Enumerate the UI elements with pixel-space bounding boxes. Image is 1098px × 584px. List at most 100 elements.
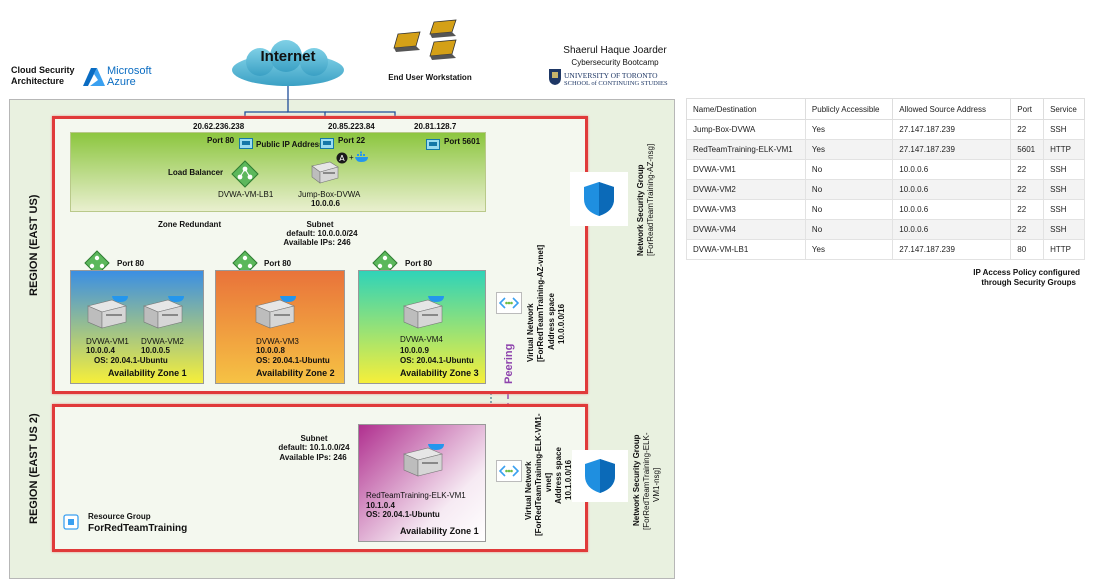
plus-sign: + [349,153,354,162]
table-cell: 27.147.187.239 [892,139,1012,160]
table-header: Service [1043,98,1085,120]
table-cell: 10.0.0.6 [892,199,1012,220]
table-cell: SSH [1043,219,1085,240]
zone3-lb-icon [372,250,398,276]
zone2-lb-icon [232,250,258,276]
table-cell: Yes [804,139,894,160]
port5601-label: Port 5601 [444,137,481,146]
table-cell: 10.0.0.6 [892,179,1012,200]
table-cell: 22 [1010,219,1045,240]
region2-subnet-ips: Available IPs: 246 [279,453,347,462]
nsg-region2-line2: [ForRedTeamTraining-ELK- [642,432,651,530]
uoft-crest-icon [548,68,562,86]
peering-label: Peering [503,343,515,384]
zone3-os: OS: 20.04.1-Ubuntu [400,356,474,365]
author-name: Shaerul Haque Joarder [563,45,667,56]
uoft-line2: SCHOOL of CONTINUING STUDIES [564,80,668,87]
azure-logo-icon [83,68,105,86]
nsg-shield-icon-region2[interactable] [572,450,628,502]
table-cell: 10.0.0.6 [892,219,1012,240]
table-caption-line2: through Security Groups [981,278,1076,287]
table-cell: SSH [1043,199,1085,220]
vnet-region1-line3: Address space [547,293,556,350]
table-cell: DVWA-VM2 [686,179,806,200]
subnet-title: Subnet [306,220,334,229]
subnet-available-ips: Available IPs: 246 [283,238,351,247]
dvwa-vm2-ip: 10.0.0.5 [141,346,170,355]
table-cell: 27.147.187.239 [892,239,1012,260]
azure-logo-text: Microsoft Azure [107,65,152,88]
region2-subnet-title: Subnet [300,434,328,443]
nsg-shield-icon-region1[interactable] [570,172,628,226]
uoft-line1: UNIVERSITY OF TORONTO [564,71,658,80]
vnet-icon-region1[interactable] [496,292,522,314]
elk-vm-icon[interactable] [400,440,448,480]
table-cell: DVWA-VM-LB1 [686,239,806,260]
internet-label: Internet [260,48,316,65]
zone2-port80: Port 80 [264,259,292,268]
public-ip-icon-elk [426,139,440,150]
laptop-icon [393,19,457,60]
workstation-group[interactable] [386,18,476,68]
dvwa-vm1-icon[interactable] [84,292,132,332]
jumpbox-vm-icon[interactable] [308,158,342,184]
public-ip-lb: 20.62.236.238 [193,122,245,131]
nsg-region2-line1: Network Security Group [632,434,641,526]
azure-logo: Microsoft Azure [83,66,163,90]
vnet-region2-line1: Virtual Network [524,461,533,520]
table-cell: No [804,219,894,240]
public-ip-elk: 20.81.128.7 [414,122,457,131]
lb-name: DVWA-VM-LB1 [218,190,274,199]
table-cell: DVWA-VM1 [686,159,806,180]
svg-text:A: A [339,154,345,163]
table-cell: 27.147.187.239 [892,119,1012,140]
dvwa-vm1-ip: 10.0.0.4 [86,346,115,355]
zone3-label: Availability Zone 3 [400,368,479,378]
laptop-2 [393,31,421,52]
zone1-lb-icon [84,250,110,276]
jumpbox-name: Jump-Box-DVWA [298,190,361,199]
table-cell: SSH [1043,119,1085,140]
zone2-label: Availability Zone 2 [256,368,335,378]
table-cell: 80 [1010,239,1045,260]
laptop-1 [429,19,457,38]
elk-zone-label: Availability Zone 1 [400,526,479,536]
table-cell: 22 [1010,159,1045,180]
load-balancer-icon[interactable] [231,160,259,188]
ip-access-table: Name/Destination Publicly Accessible All… [686,98,1085,260]
region2-subnet-default: default: 10.1.0.0/24 [278,443,350,452]
port80-lb-label: Port 80 [207,136,235,145]
table-cell: No [804,159,894,180]
vnet-region1-line1: Virtual Network [526,303,535,362]
table-cell: SSH [1043,159,1085,180]
diagram-title: Cloud Security Architecture [11,65,75,86]
table-header: Allowed Source Address [892,98,1012,120]
table-cell: 22 [1010,119,1045,140]
table-cell: DVWA-VM4 [686,219,806,240]
dvwa-vm4-icon[interactable] [400,292,448,332]
dvwa-vm3-icon[interactable] [252,292,300,332]
zone1-os: OS: 20.04.1-Ubuntu [94,356,168,365]
elk-availability-zone [358,424,486,542]
vnet-region1-line2: [ForRedTeamTraining-AZ-vnet] [536,244,545,362]
vnet-icon-region2[interactable] [496,460,522,482]
dvwa-vm4-ip: 10.0.0.9 [400,346,429,355]
workstation-label: End User Workstation [388,73,472,82]
docker-icon-jumpbox [354,151,370,163]
availability-zone-2 [215,270,345,384]
dvwa-vm2-icon[interactable] [140,292,188,332]
program-name: Cybersecurity Bootcamp [571,58,659,67]
table-header-row: Name/Destination Publicly Accessible All… [686,98,1085,120]
table-cell: 10.0.0.6 [892,159,1012,180]
elk-vm-name: RedTeamTraining-ELK-VM1 [366,491,466,500]
vnet-region2-line4: Address space [554,447,563,504]
table-cell: No [804,199,894,220]
availability-zone-1 [70,270,204,384]
vnet-region2-line3: vnet] [544,472,553,492]
